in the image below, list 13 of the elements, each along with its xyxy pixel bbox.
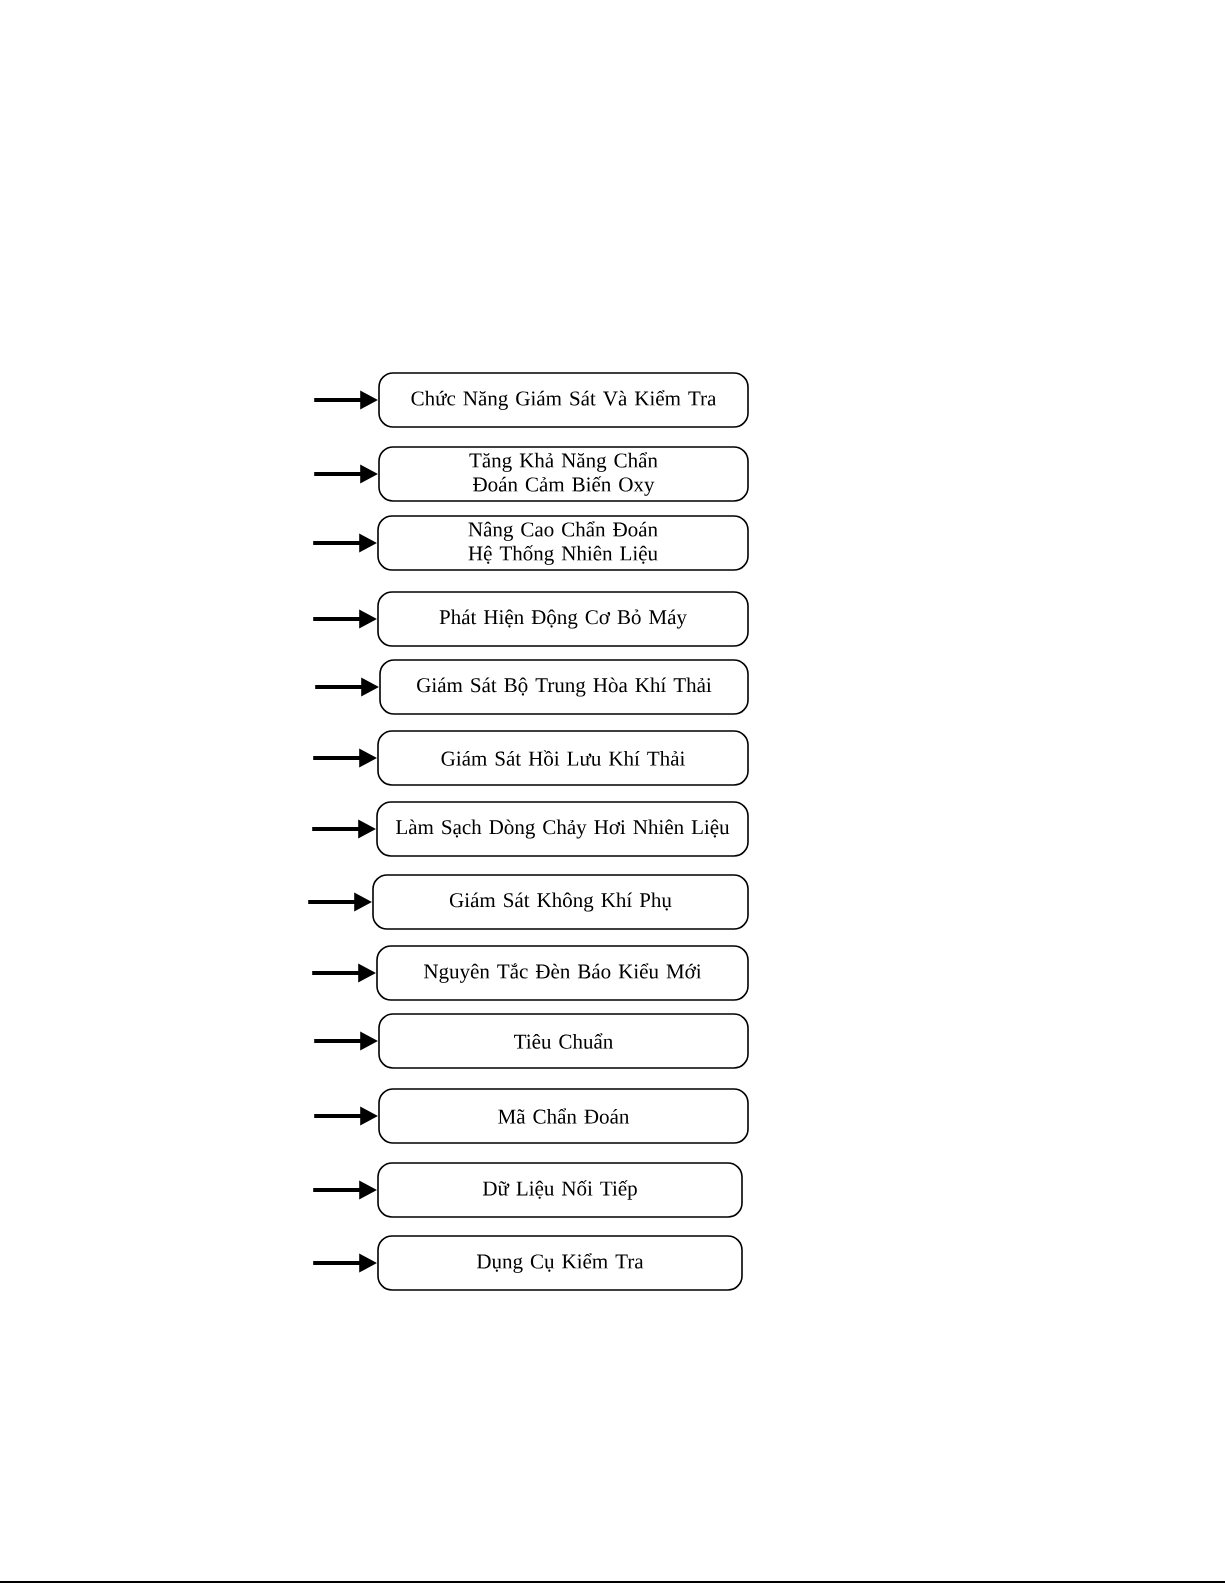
process-box: Phát Hiện Động Cơ Bỏ Máy xyxy=(377,591,749,647)
process-box: Giám Sát Hồi Lưu Khí Thải xyxy=(377,730,749,786)
process-box: Nâng Cao Chẩn Đoán Hệ Thống Nhiên Liệu xyxy=(377,515,749,571)
process-box: Dụng Cụ Kiểm Tra xyxy=(377,1235,743,1291)
process-box: Mã Chẩn Đoán xyxy=(378,1088,749,1144)
process-box: Giám Sát Không Khí Phụ xyxy=(372,874,749,930)
process-box: Giám Sát Bộ Trung Hòa Khí Thải xyxy=(379,659,749,715)
process-box: Tăng Khả Năng Chẩn Đoán Cảm Biến Oxy xyxy=(378,446,749,502)
process-box: Dữ Liệu Nối Tiếp xyxy=(377,1162,743,1218)
process-box: Chức Năng Giám Sát Và Kiểm Tra xyxy=(378,372,749,428)
process-box: Làm Sạch Dòng Chảy Hơi Nhiên Liệu xyxy=(376,801,749,857)
process-box: Tiêu Chuẩn xyxy=(378,1013,749,1069)
process-box: Nguyên Tắc Đèn Báo Kiểu Mới xyxy=(376,945,749,1001)
